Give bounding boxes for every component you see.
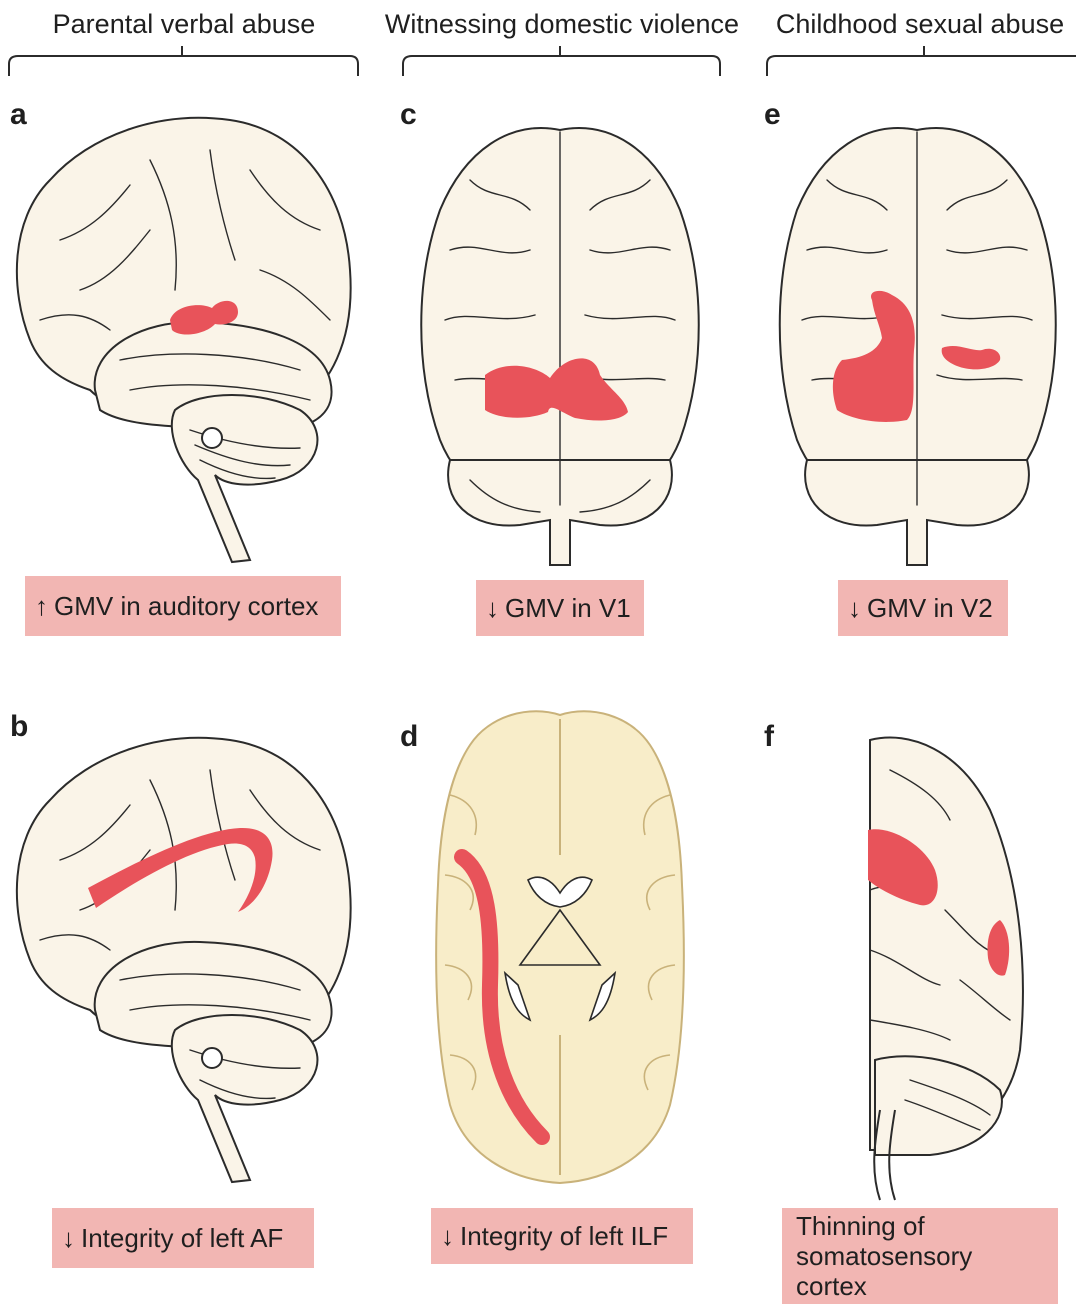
brain-axial-slice-d xyxy=(410,705,710,1195)
caption-a: ↑ GMV in auditory cortex xyxy=(25,576,341,636)
bracket-sexual-abuse xyxy=(764,40,1076,80)
caption-e-text: GMV in V2 xyxy=(867,593,993,623)
column-title-verbal-abuse: Parental verbal abuse xyxy=(10,6,358,42)
brain-posterior-view-c xyxy=(410,120,720,570)
down-arrow-icon: ↓ xyxy=(486,593,499,623)
bracket-domestic-violence xyxy=(400,40,724,80)
down-arrow-icon: ↓ xyxy=(441,1221,454,1251)
down-arrow-icon: ↓ xyxy=(62,1223,75,1253)
up-arrow-icon: ↑ xyxy=(35,591,48,621)
brain-lateral-view-b xyxy=(0,710,370,1190)
caption-c: ↓ GMV in V1 xyxy=(476,580,644,636)
panel-letter-f: f xyxy=(764,722,774,752)
caption-d-text: Integrity of left ILF xyxy=(460,1221,668,1251)
caption-c-text: GMV in V1 xyxy=(505,593,631,623)
caption-f: Thinning of somatosensory cortex xyxy=(782,1208,1058,1304)
brain-hemisphere-view-f xyxy=(850,730,1030,1200)
caption-f-line2: somatosensory cortex xyxy=(796,1241,1044,1301)
down-arrow-icon: ↓ xyxy=(848,593,861,623)
caption-b: ↓ Integrity of left AF xyxy=(52,1208,314,1268)
caption-a-text: GMV in auditory cortex xyxy=(54,591,318,621)
bracket-verbal-abuse xyxy=(6,40,362,80)
caption-d: ↓ Integrity of left ILF xyxy=(431,1208,693,1264)
column-title-sexual-abuse: Childhood sexual abuse xyxy=(768,6,1072,42)
caption-b-text: Integrity of left AF xyxy=(81,1223,283,1253)
column-title-domestic-violence: Witnessing domestic violence xyxy=(374,6,750,42)
caption-f-line1: Thinning of xyxy=(796,1211,925,1241)
caption-e: ↓ GMV in V2 xyxy=(838,580,1008,636)
brain-lateral-view-a xyxy=(0,90,370,570)
brain-posterior-view-e xyxy=(772,120,1072,570)
